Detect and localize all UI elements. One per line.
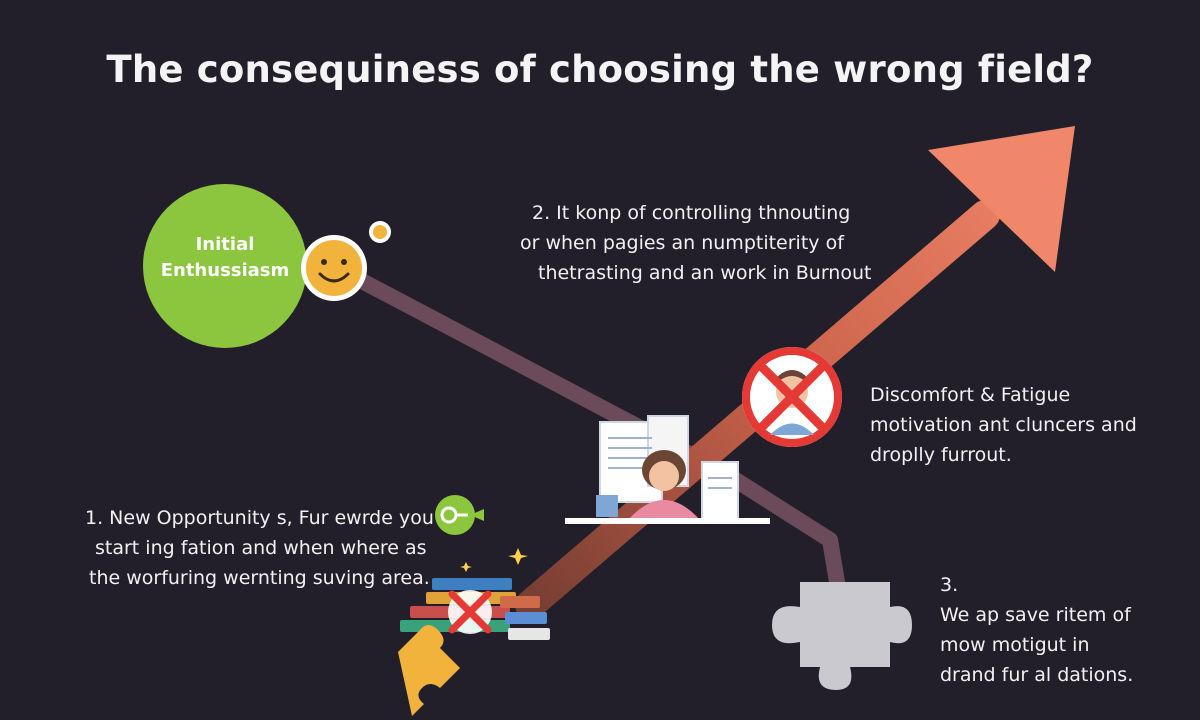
discomfort-text: Discomfort & Fatigue motivation ant clun… <box>870 384 1137 466</box>
puzzle-piece-icon <box>772 582 912 690</box>
step-1-text: 1. New Opportunity s, Fur ewrde you star… <box>85 507 434 589</box>
sparkle-icon <box>460 548 528 572</box>
step-2-text: 2. It konp of controlling thnouting or w… <box>520 202 872 284</box>
desk-stress-icon <box>565 415 770 524</box>
decline-path <box>352 272 848 608</box>
books-stack-icon <box>400 578 550 640</box>
smiley-icon <box>301 221 391 301</box>
key-icon <box>435 495 484 535</box>
step-3-text: 3. We ap save ritem of mow motigut in dr… <box>940 574 1134 686</box>
prohibited-person-icon <box>742 347 842 447</box>
start-node-circle <box>143 184 307 348</box>
page-title: The consequiness of choosing the wrong f… <box>106 48 1094 91</box>
puzzle-piece-icon <box>398 625 460 716</box>
start-node-label: Initial Enthussiasm <box>160 234 290 281</box>
